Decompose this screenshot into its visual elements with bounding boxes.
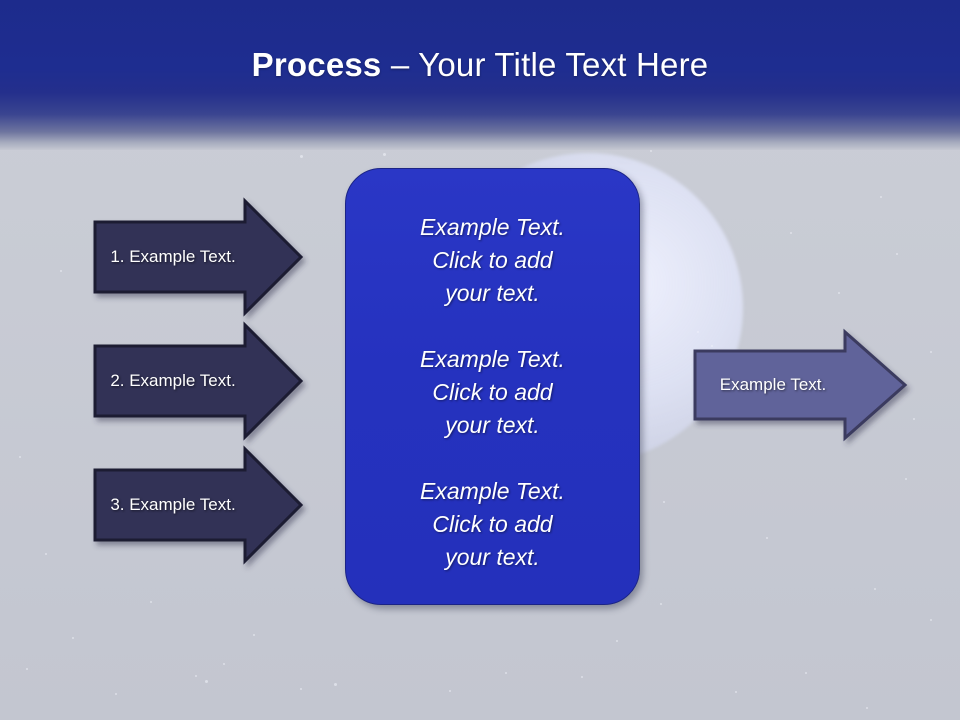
input-arrow-2-shape	[93, 321, 304, 441]
center-box-text-block-2: Example Text. Click to add your text.	[420, 346, 565, 438]
process-center-box[interactable]: Example Text. Click to add your text. Ex…	[345, 168, 640, 605]
input-arrow-2[interactable]: 2. Example Text.	[93, 321, 304, 441]
input-arrow-1-shape	[93, 197, 304, 317]
center-box-text-block-1: Example Text. Click to add your text.	[420, 214, 565, 306]
page-title: Process – Your Title Text Here	[252, 44, 709, 86]
title-container: Process – Your Title Text Here	[0, 44, 960, 86]
input-arrow-3-shape	[93, 445, 304, 565]
input-arrow-3[interactable]: 3. Example Text.	[93, 445, 304, 565]
output-arrow-shape	[693, 328, 908, 442]
title-rest-part: – Your Title Text Here	[381, 46, 709, 83]
output-arrow[interactable]: Example Text.	[693, 328, 908, 442]
title-band	[0, 0, 960, 150]
center-box-text-block-3: Example Text. Click to add your text.	[420, 478, 565, 570]
input-arrow-1[interactable]: 1. Example Text.	[93, 197, 304, 317]
title-strong-part: Process	[251, 46, 382, 83]
